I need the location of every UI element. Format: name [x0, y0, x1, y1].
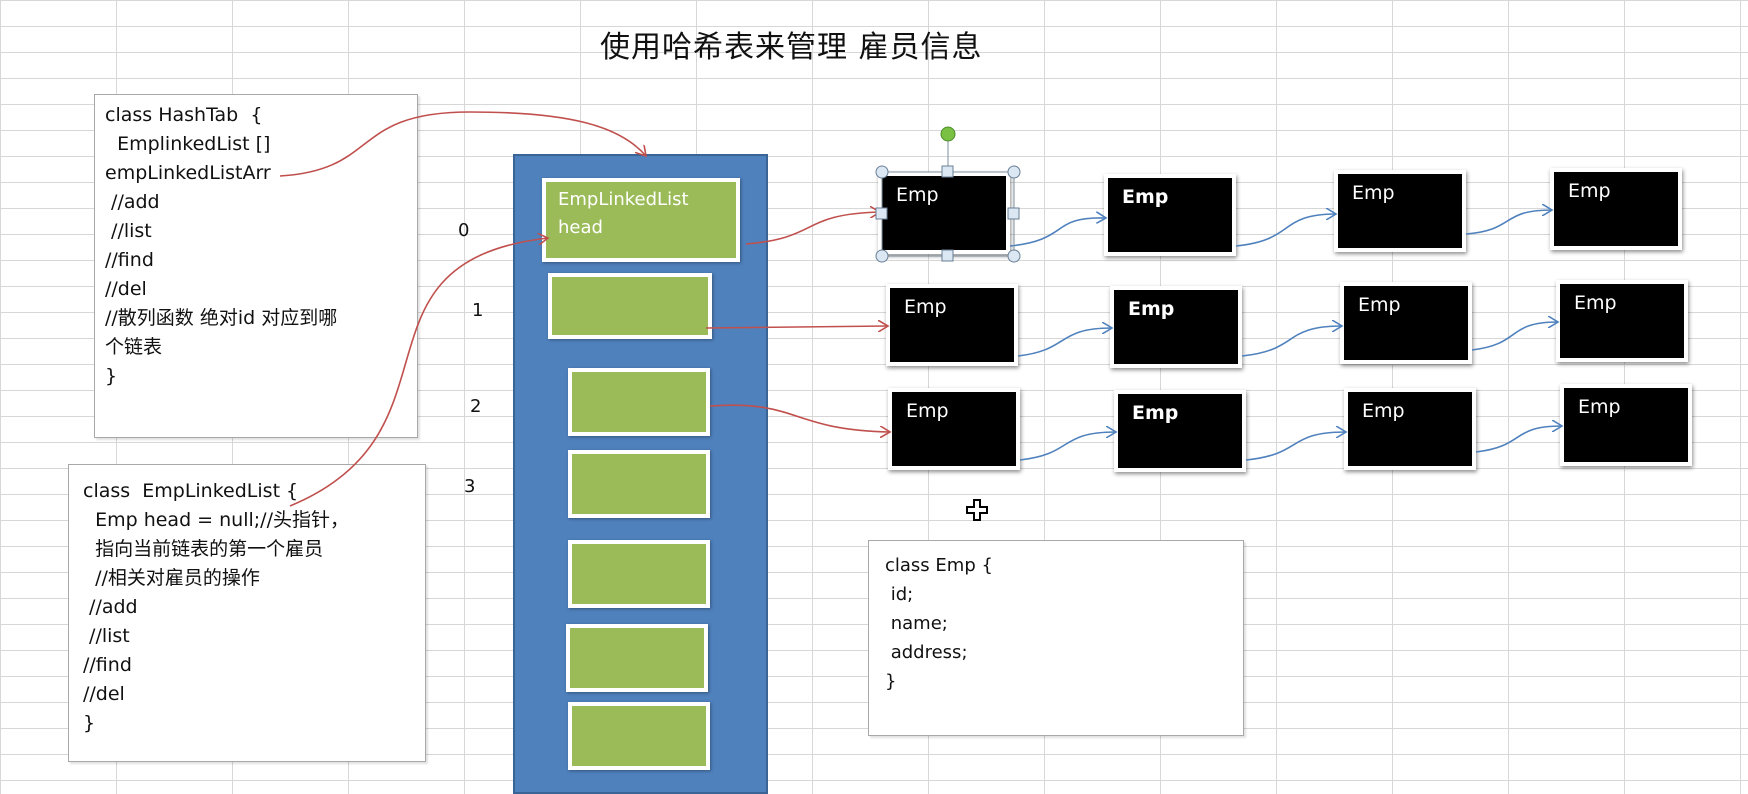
code-line: 指向当前链表的第一个雇员: [83, 538, 324, 560]
code-line: }: [105, 365, 118, 387]
code-line: }: [83, 712, 96, 734]
array-slot-4[interactable]: [568, 540, 710, 608]
code-line: class HashTab {: [105, 104, 263, 126]
link-r0-2: [1235, 214, 1336, 247]
emp-node-r0-c2[interactable]: Emp: [1334, 170, 1466, 252]
arrow-slot1-to-row1: [705, 326, 888, 328]
link-r0-1: [1009, 218, 1106, 247]
emp-node-r2-c3[interactable]: Emp: [1560, 384, 1692, 466]
array-slot-3[interactable]: [568, 450, 710, 518]
code-line: class EmpLinkedList {: [83, 480, 299, 502]
index-label-1: 1: [472, 300, 484, 321]
index-label-2: 2: [470, 396, 482, 417]
code-line: id;: [885, 584, 914, 605]
emp-class-box[interactable]: class Emp { id; name; address; }: [868, 540, 1244, 736]
code-line: //del: [105, 278, 147, 300]
selection-handles: [875, 126, 1021, 263]
index-label-3: 3: [464, 476, 476, 497]
code-line: EmplinkedList []: [105, 133, 271, 155]
diagram-title: 使用哈希表来管理 雇员信息: [600, 30, 983, 65]
link-r0-3: [1465, 210, 1552, 235]
emp-node-r0-c1[interactable]: Emp: [1104, 174, 1236, 256]
code-line: //add: [105, 191, 160, 213]
arrow-slot2-to-row2: [709, 404, 890, 432]
link-r1-1: [1017, 328, 1112, 357]
code-line: //散列函数 绝对id 对应到哪: [105, 307, 338, 329]
link-r2-3: [1475, 426, 1562, 453]
emp-node-r2-c2[interactable]: Emp: [1344, 388, 1476, 470]
arrow-hashtab-to-array: [279, 111, 646, 177]
code-line: Emp head = null;//头指针，: [83, 509, 349, 531]
array-slot-1[interactable]: [548, 273, 712, 339]
emplinkedlist-class-box[interactable]: class EmpLinkedList { Emp head = null;//…: [68, 464, 426, 762]
emp-node-r2-c0[interactable]: Emp: [888, 388, 1020, 470]
code-line: //add: [83, 596, 138, 618]
array-slot-2[interactable]: [568, 368, 710, 436]
slot-head-line2: head: [558, 217, 603, 238]
rotate-handle: [940, 126, 956, 142]
code-line: //find: [105, 249, 154, 271]
code-line: 个链表: [105, 336, 163, 358]
index-label-0: 0: [458, 220, 470, 241]
arrow-slot0-to-row0: [745, 212, 880, 245]
link-r2-1: [1019, 432, 1116, 461]
array-slot-6[interactable]: [568, 702, 710, 770]
code-line: //list: [105, 220, 152, 242]
move-cursor-icon: [966, 499, 988, 521]
code-line: //相关对雇员的操作: [83, 567, 260, 589]
slot-head-line1: EmpLinkedList: [558, 189, 689, 210]
code-line: //del: [83, 683, 125, 705]
code-line: name;: [885, 613, 948, 634]
arrow-emplist-to-head: [289, 238, 548, 507]
code-line: class Emp {: [885, 555, 993, 576]
emp-node-r1-c2[interactable]: Emp: [1340, 282, 1472, 364]
emp-node-r0-c3[interactable]: Emp: [1550, 168, 1682, 250]
code-line: empLinkedListArr: [105, 162, 271, 184]
array-slot-0[interactable]: EmpLinkedList head: [542, 178, 740, 262]
emp-node-r1-c3[interactable]: Emp: [1556, 280, 1688, 362]
array-slot-5[interactable]: [566, 624, 708, 692]
hashtab-class-box[interactable]: class HashTab { EmplinkedList [] empLink…: [94, 94, 418, 438]
code-line: //list: [83, 625, 130, 647]
link-r1-3: [1471, 322, 1558, 351]
link-r1-2: [1241, 326, 1342, 357]
code-line: //find: [83, 654, 132, 676]
code-line: address;: [885, 642, 968, 663]
emp-node-r1-c1[interactable]: Emp: [1110, 286, 1242, 368]
link-r2-2: [1245, 432, 1346, 461]
code-line: }: [885, 671, 897, 692]
